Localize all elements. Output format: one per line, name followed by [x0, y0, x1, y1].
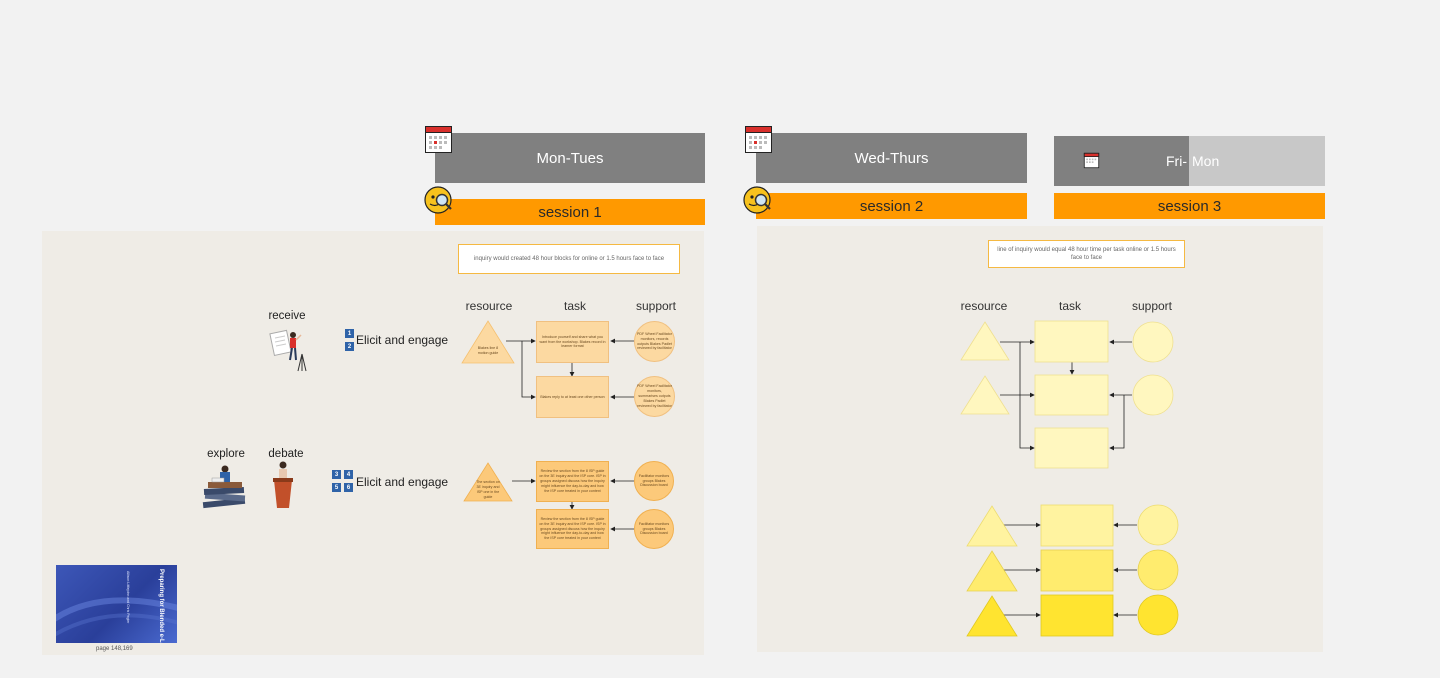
- session-label-2: session 2: [859, 197, 924, 215]
- session-label-3: session 3: [1157, 197, 1222, 215]
- column-label-resource: resource: [465, 299, 513, 313]
- template-triangle: [966, 550, 1018, 592]
- panel-2-note: line of inquiry would equal 48 hour time…: [988, 240, 1185, 268]
- template-task-box: [1040, 504, 1114, 547]
- task-box-4: Review the section from the 8 ISP guide …: [536, 509, 609, 549]
- template-triangle: [966, 595, 1018, 637]
- book-caption: page 148,169: [96, 646, 133, 652]
- session-bar-3: session 3: [1054, 193, 1325, 219]
- column-label-task: task: [1058, 299, 1081, 313]
- header-mon-tues-label: Mon-Tues: [536, 149, 604, 167]
- template-task-box: [1034, 374, 1109, 416]
- teacher-whiteboard-icon: [269, 329, 307, 372]
- column-label-resource: resource: [960, 299, 1008, 313]
- template-support-circle: [1137, 594, 1179, 636]
- elicit-engage-label-2: Elicit and engage: [356, 475, 449, 489]
- verb-receive: receive: [268, 310, 306, 322]
- template-triangle: [960, 321, 1010, 361]
- resource-text: Blakes line 8 motion guide: [477, 346, 499, 355]
- verb-debate: debate: [268, 448, 304, 460]
- header-mon-label: Mon: [1192, 153, 1220, 169]
- resource-triangle: [463, 462, 513, 502]
- resource-text: The section on 3E inquiry and ISP one in…: [476, 480, 500, 499]
- face-magnifier-icon: [424, 186, 452, 214]
- template-support-circle: [1132, 321, 1174, 363]
- step-number-1: 1: [345, 329, 354, 338]
- step-number-4: 4: [344, 470, 353, 479]
- support-circle-4: Facilitator monitors groups Blakes Discu…: [634, 509, 674, 549]
- task-box-3: Review the section from the 8 ISP guide …: [536, 461, 609, 502]
- face-magnifier-icon: [743, 186, 771, 214]
- template-triangle: [960, 375, 1010, 415]
- support-circle-1: PDF Wheel Facilitator monitors, records …: [634, 321, 675, 362]
- task-box-2: Blakes reply to at least one other perso…: [536, 376, 609, 418]
- calendar-icon: [745, 126, 772, 153]
- template-support-circle: [1137, 549, 1179, 591]
- calendar-icon: [1083, 152, 1100, 169]
- template-task-box: [1040, 549, 1114, 592]
- support-circle-2: PDF Wheel Facilitator monitors, summaris…: [634, 376, 675, 417]
- template-support-circle: [1132, 374, 1174, 416]
- task-box-1: Introduce yourself and share what you wa…: [536, 321, 609, 363]
- template-task-box: [1034, 427, 1109, 469]
- session-label-1: session 1: [538, 203, 602, 221]
- calendar-icon: [425, 126, 452, 153]
- session-bar-1: session 1: [435, 199, 705, 225]
- header-fri-label: Fri-: [1166, 153, 1187, 169]
- step-number-3: 3: [332, 470, 341, 479]
- book-cover-wave-icon: [56, 597, 177, 637]
- column-label-support: support: [635, 299, 677, 313]
- column-label-task: task: [563, 299, 586, 313]
- panel-1-note: inquiry would created 48 hour blocks for…: [458, 244, 680, 274]
- header-wed-thurs: Wed-Thurs: [756, 133, 1027, 183]
- column-label-support: support: [1131, 299, 1173, 313]
- books-reader-icon: [202, 465, 246, 509]
- header-fri-mon: Fri- Mon: [1054, 136, 1325, 186]
- book-cover: Preparing for Blended e-Learning Allison…: [56, 565, 177, 643]
- support-circle-3: Facilitator monitors groups Blakes Discu…: [634, 461, 674, 501]
- resource-triangle: [461, 320, 515, 364]
- elicit-engage-label-1: Elicit and engage: [356, 333, 449, 347]
- header-mon-tues: Mon-Tues: [435, 133, 705, 183]
- template-task-box: [1034, 320, 1109, 363]
- verb-explore: explore: [207, 448, 245, 460]
- template-task-box: [1040, 594, 1114, 637]
- header-wed-thurs-label: Wed-Thurs: [854, 149, 929, 167]
- speaker-podium-icon: [273, 461, 293, 508]
- step-number-2: 2: [345, 342, 354, 351]
- template-triangle: [966, 505, 1018, 547]
- step-number-6: 6: [344, 483, 353, 492]
- template-support-circle: [1137, 504, 1179, 546]
- session-bar-2: session 2: [756, 193, 1027, 219]
- step-number-5: 5: [332, 483, 341, 492]
